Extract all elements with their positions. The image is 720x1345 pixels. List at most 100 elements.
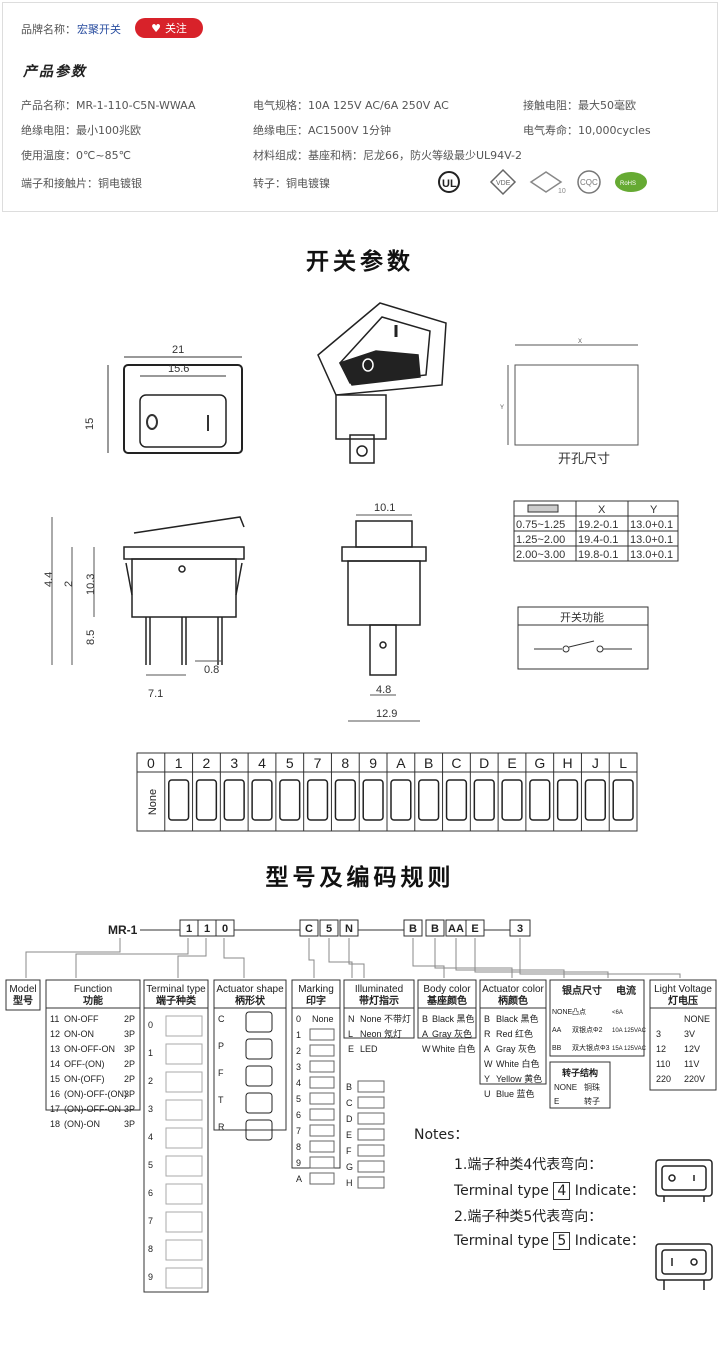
side-view-drawing — [123, 516, 245, 665]
actuator-shape-icon — [245, 1119, 273, 1141]
switch-function-label: 开关功能 — [560, 610, 604, 624]
light-column — [649, 979, 717, 1091]
code-digit: 1 — [186, 923, 192, 935]
shape-column-sub: 柄形状 — [235, 994, 266, 1007]
marking-rule-code: G — [346, 1162, 353, 1172]
brand-name-link[interactable]: 宏聚开关 — [77, 23, 121, 36]
code-silver: AA — [448, 923, 464, 935]
illum-code: L — [348, 1029, 353, 1039]
marking-rule-code: A — [296, 1174, 302, 1184]
marking-code-label: 2 — [203, 755, 211, 771]
follow-button[interactable]: ♥ 关注 — [135, 18, 203, 38]
function-column-title: Function — [74, 984, 112, 995]
light-value: NONE — [684, 1014, 710, 1024]
marking-none: None — [312, 1014, 334, 1024]
dimension-drawings: 21 15.6 15 X Y 开孔尺寸 4.4 2 — [43, 302, 679, 722]
marking-symbol-icon — [584, 779, 606, 821]
hole-table-cell: 13.0+0.1 — [630, 549, 673, 561]
silver-name: 双大银点Φ3 — [572, 1043, 610, 1052]
svg-text:UL: UL — [442, 178, 457, 190]
rotor-code: NONE — [554, 1083, 577, 1092]
param-item: 绝缘电阻：最小100兆欧 — [21, 124, 141, 137]
function-code: 17 — [50, 1104, 60, 1114]
params-title: 产品参数 — [23, 64, 87, 80]
marking-rule-code: C — [346, 1098, 353, 1108]
terminal-code: 8 — [148, 1244, 153, 1254]
light-value: 220V — [684, 1074, 705, 1084]
param-item: 端子和接触片：铜电镀银 — [21, 177, 142, 190]
terminal-code: 6 — [148, 1188, 153, 1198]
body-column-title: Body color — [423, 984, 471, 995]
switch-front-icon — [655, 1159, 713, 1202]
model-column — [5, 979, 41, 1011]
marking-rule-code: E — [346, 1130, 352, 1140]
shape-code: R — [218, 1122, 225, 1132]
shape-column — [213, 979, 287, 1131]
marking-symbol-icon — [223, 779, 245, 821]
param-item: 使用温度：0℃~85℃ — [21, 149, 131, 162]
shape-column-title: Actuator shape — [216, 984, 284, 995]
light-code: 110 — [656, 1059, 670, 1069]
code-digit: 0 — [222, 923, 228, 935]
marking-rule-code: H — [346, 1178, 353, 1188]
terminal-code: 0 — [148, 1020, 153, 1030]
switch-front-icon — [655, 1243, 713, 1290]
light-value: 3V — [684, 1029, 695, 1039]
dim-8-5: 8.5 — [85, 630, 97, 645]
actcolor-column-sub: 柄颜色 — [498, 994, 528, 1007]
function-column — [45, 979, 141, 1111]
code-illum: N — [345, 923, 353, 935]
certification-logos: UL VDE 10 CQC RoHS — [438, 168, 647, 196]
dim-0-8: 0.8 — [204, 664, 219, 676]
marking-rule-code: 3 — [296, 1062, 301, 1072]
code-term: 3 — [517, 923, 523, 935]
dim-4-4: 4.4 — [43, 572, 55, 587]
param-item: 电气规格：10A 125V AC/6A 250V AC — [253, 99, 449, 112]
dim-15-6: 15.6 — [168, 363, 189, 375]
marking-symbol-icon — [445, 779, 468, 821]
actcolor-code: Y — [484, 1074, 490, 1084]
actuator-shape-icon — [245, 1092, 273, 1114]
silver-title: 银点尺寸 — [562, 984, 602, 997]
marking-rule-code: 9 — [296, 1158, 301, 1168]
shape-code: T — [218, 1095, 224, 1105]
silver-code: AA — [552, 1027, 562, 1034]
code-mark: 5 — [326, 923, 332, 935]
function-name: ON-OFF-ON — [64, 1044, 115, 1054]
silver-column — [549, 979, 645, 1057]
body-name: Gray 灰色 — [432, 1028, 472, 1039]
marking-symbol-icon — [306, 779, 329, 821]
light-code: 12 — [656, 1044, 666, 1054]
note-2-line: Terminal type 5 Indicate： — [454, 1230, 645, 1250]
silver-title2: 电流 — [616, 984, 636, 997]
marking-code-label: 0 — [147, 755, 155, 771]
marking-rule-icon — [357, 1112, 385, 1125]
marking-code-label: J — [592, 755, 599, 771]
marking-symbol-icon — [529, 779, 551, 821]
svg-text:CQC: CQC — [580, 178, 598, 187]
silver-current: 15A 125VAC — [612, 1046, 647, 1052]
marking-rule-icon — [309, 1172, 335, 1185]
terminal-code: 4 — [148, 1132, 153, 1142]
actuator-shape-icon — [245, 1038, 273, 1060]
actcolor-name: Blue 蓝色 — [496, 1088, 535, 1099]
note-2-end: Indicate： — [574, 1233, 645, 1249]
rotor-column — [549, 1061, 611, 1109]
hole-table-cell: 2.00~3.00 — [516, 549, 565, 561]
rotor-name: 铜珠 — [584, 1082, 600, 1092]
function-name: ON-(OFF) — [64, 1074, 105, 1084]
marking-rule-icon — [357, 1096, 385, 1109]
illum-column — [343, 979, 415, 1039]
light-value: 11V — [684, 1059, 699, 1069]
function-code: 11 — [50, 1014, 59, 1024]
marking-rule-icon — [309, 1060, 335, 1073]
illum-column-sub: 带灯指示 — [359, 994, 399, 1007]
silver-name: 凸点 — [572, 1008, 586, 1016]
dim-10-1: 10.1 — [374, 502, 395, 514]
function-poles: 3P — [124, 1089, 135, 1099]
dim-10-3: 10.3 — [85, 574, 97, 595]
ul-logo-icon: UL — [438, 171, 460, 193]
note-2: 2.端子种类5代表弯向： — [454, 1209, 603, 1225]
silver-name: 双银点Φ2 — [572, 1025, 603, 1034]
param-item: 转子：铜电镀镍 — [253, 177, 330, 190]
